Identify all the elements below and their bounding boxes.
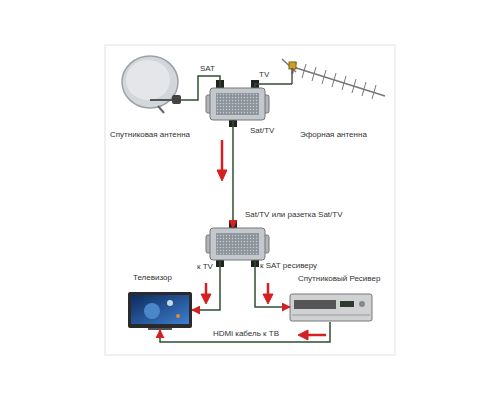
cable-label: HDMi кабель к ТВ xyxy=(212,329,280,339)
coax-cable xyxy=(160,322,330,342)
cable-label: SAT xyxy=(199,64,216,74)
device-label: Спутниковый Ресивер xyxy=(298,274,380,284)
frame xyxy=(105,45,395,355)
splitter xyxy=(206,220,269,267)
device-label: Спутниковая антенна xyxy=(110,130,190,140)
cable-label: к TV xyxy=(196,262,214,272)
antenna-node: Эфорная антенна xyxy=(285,62,385,102)
cable-label: TV xyxy=(258,70,270,80)
device-label: Sat/TV или разетка Sat/TV xyxy=(245,210,343,220)
satellite-dish-node: Спутниковая антенна xyxy=(122,55,184,113)
tv-set xyxy=(128,292,192,330)
cable-label: к SAT ресиверу xyxy=(259,261,318,271)
diplexer-node: Sat/TV xyxy=(210,88,265,120)
receiver-node: Спутниковый Ресивер xyxy=(290,292,372,322)
device-label: Телевизор xyxy=(133,273,172,283)
coax-cable xyxy=(184,76,220,100)
satellite-receiver xyxy=(290,294,372,321)
tv-node: Телевизор xyxy=(128,292,192,330)
diplexer xyxy=(206,80,269,127)
satellite-dish xyxy=(122,56,184,113)
coax-cable xyxy=(232,120,234,228)
splitter-node: Sat/TV или разетка Sat/TV xyxy=(210,228,265,260)
coax-cable xyxy=(192,260,220,310)
device-label: Sat/TV xyxy=(250,126,274,136)
coax-cable xyxy=(255,84,285,88)
terrestrial-antenna xyxy=(282,59,385,99)
device-label: Эфорная антенна xyxy=(300,130,367,140)
